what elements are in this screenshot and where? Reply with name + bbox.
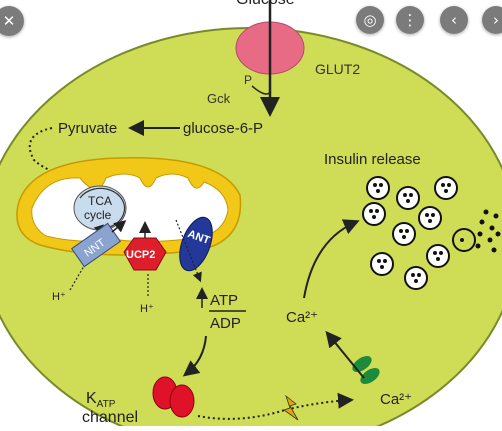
ca-outside-label: Ca²⁺	[380, 391, 412, 408]
lens-button[interactable]: ◎	[356, 6, 384, 34]
katp-k-label: KATP	[86, 390, 116, 410]
granule	[404, 266, 428, 290]
katp-subscript: ATP	[97, 399, 116, 410]
pyruvate-to-tca-dotted	[28, 127, 102, 187]
ucp2-h-label: H⁺	[140, 303, 154, 315]
gck-curve-arrow	[251, 85, 271, 95]
tca-label-line2: cycle	[84, 208, 112, 222]
granule	[366, 176, 390, 200]
pyruvate-label: Pyruvate	[58, 120, 117, 137]
gck-label: Gck	[207, 91, 231, 106]
insulin-granules	[362, 176, 476, 290]
glut2-label: GLUT2	[315, 61, 360, 77]
katp-channel	[152, 376, 195, 418]
previous-button[interactable]: ‹	[440, 6, 468, 34]
granule	[396, 186, 420, 210]
next-button[interactable]: ›	[482, 6, 502, 34]
granule	[362, 202, 386, 226]
nnt-h-arrow	[69, 265, 85, 291]
ucp2-label: UCP2	[126, 249, 155, 261]
more-options-button[interactable]: ⋮	[396, 6, 424, 34]
close-button[interactable]: ✕	[0, 6, 24, 36]
phosphate-label: P	[244, 73, 252, 87]
glucose-6-p-label: glucose-6-P	[183, 120, 263, 137]
chevron-right-icon: ›	[493, 10, 499, 29]
granule	[392, 222, 416, 246]
ca-to-insulin-arrow	[303, 219, 360, 299]
insulin-release-label: Insulin release	[324, 151, 421, 168]
granule	[434, 176, 458, 200]
ca-channel	[352, 356, 380, 384]
atp-label: ATP	[210, 292, 238, 309]
nnt-protein: NNT	[70, 222, 122, 268]
atp-to-katp-arrow	[182, 335, 207, 377]
katp-k: K	[86, 390, 97, 407]
ant-protein: ANT	[179, 216, 213, 272]
adp-label: ADP	[210, 315, 241, 332]
ant-arrow	[175, 219, 202, 283]
granule-fusing	[452, 228, 476, 252]
ca-influx-arrow	[325, 330, 365, 379]
released-insulin-dots	[475, 209, 501, 253]
tca-label-line1: TCA	[88, 194, 112, 208]
channel-label: channel	[82, 409, 138, 426]
lightning-icon	[283, 394, 299, 421]
lens-icon: ◎	[363, 10, 377, 29]
close-icon: ✕	[2, 11, 16, 30]
nnt-h-label: H⁺	[52, 291, 66, 303]
nnt-arrow	[111, 220, 127, 233]
glucose-label: Glucose	[236, 0, 295, 8]
granule	[426, 244, 450, 268]
granule	[370, 252, 394, 276]
ucp2-protein: UCP2	[123, 237, 167, 271]
granule	[418, 206, 442, 230]
more-vertical-icon: ⋮	[402, 10, 418, 29]
chevron-left-icon: ‹	[451, 10, 457, 29]
ca-inside-label: Ca²⁺	[286, 309, 318, 326]
